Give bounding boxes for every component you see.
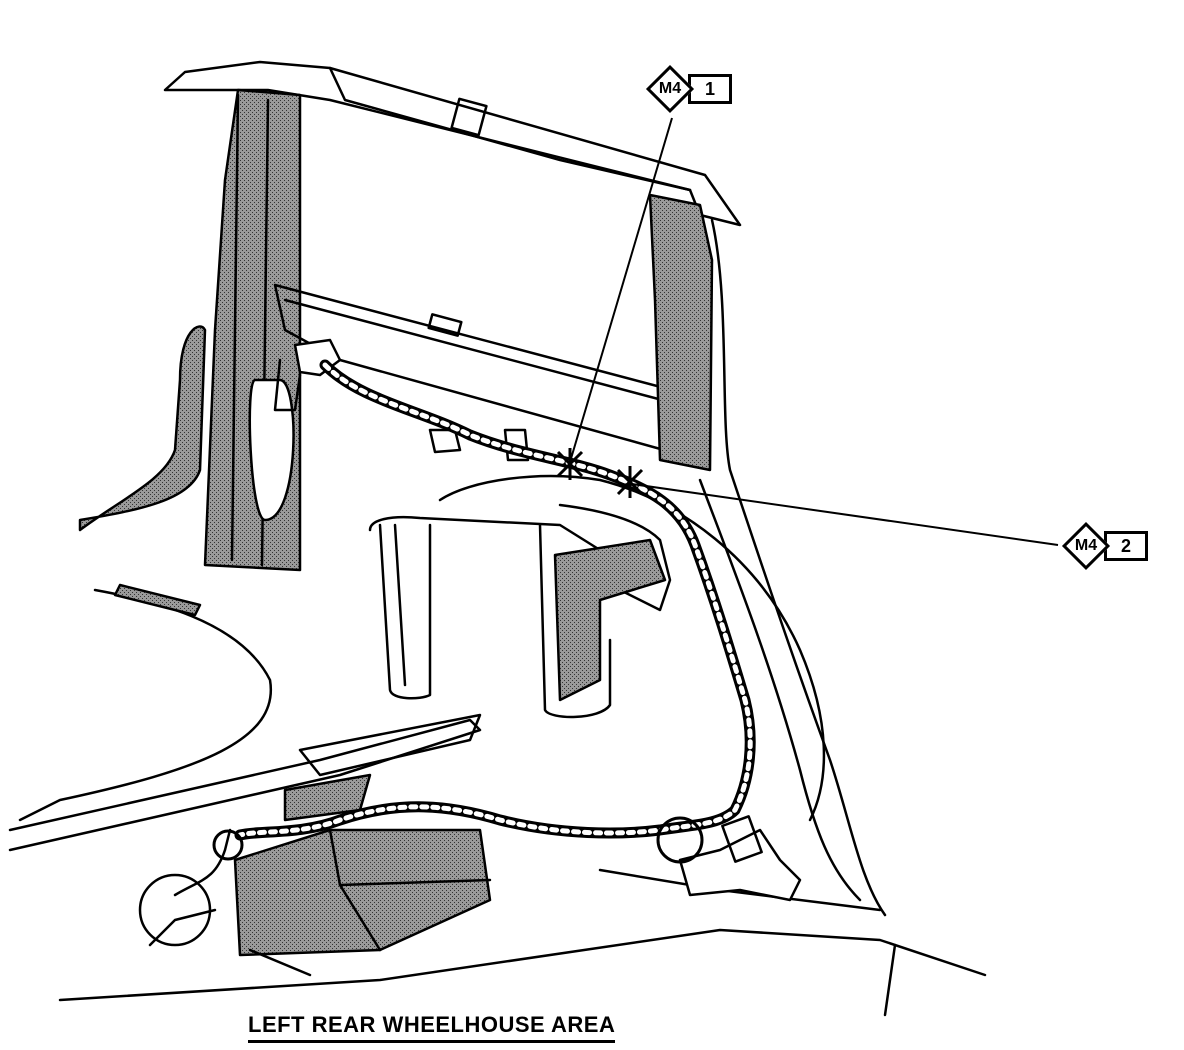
leader-line-1 [569, 117, 673, 463]
wheelhouse-block [553, 538, 667, 702]
reference-number: 1 [688, 74, 732, 104]
callout-m4-2: M4 2 [1061, 521, 1148, 571]
reference-number: 2 [1104, 531, 1148, 561]
callout-m4-1: M4 1 [645, 64, 732, 114]
wheelhouse-hump [438, 474, 826, 822]
component-code-diamond: M4 [645, 64, 695, 114]
component-code: M4 [658, 80, 682, 97]
clip-marks [556, 448, 644, 498]
component-code: M4 [1074, 537, 1098, 554]
roof-rail [163, 60, 742, 227]
lower-connector [678, 828, 802, 902]
package-shelf [273, 283, 712, 462]
component-code-diamond: M4 [1061, 521, 1111, 571]
trunk-floor [18, 588, 273, 822]
quarter-panel-left [78, 325, 207, 532]
crossmember [233, 828, 492, 957]
diagram-caption: LEFT REAR WHEELHOUSE AREA [248, 1012, 616, 1043]
leader-line-2 [631, 483, 1059, 546]
grommet [138, 873, 212, 947]
rail-clip [450, 97, 488, 137]
right-pillar [648, 193, 714, 472]
